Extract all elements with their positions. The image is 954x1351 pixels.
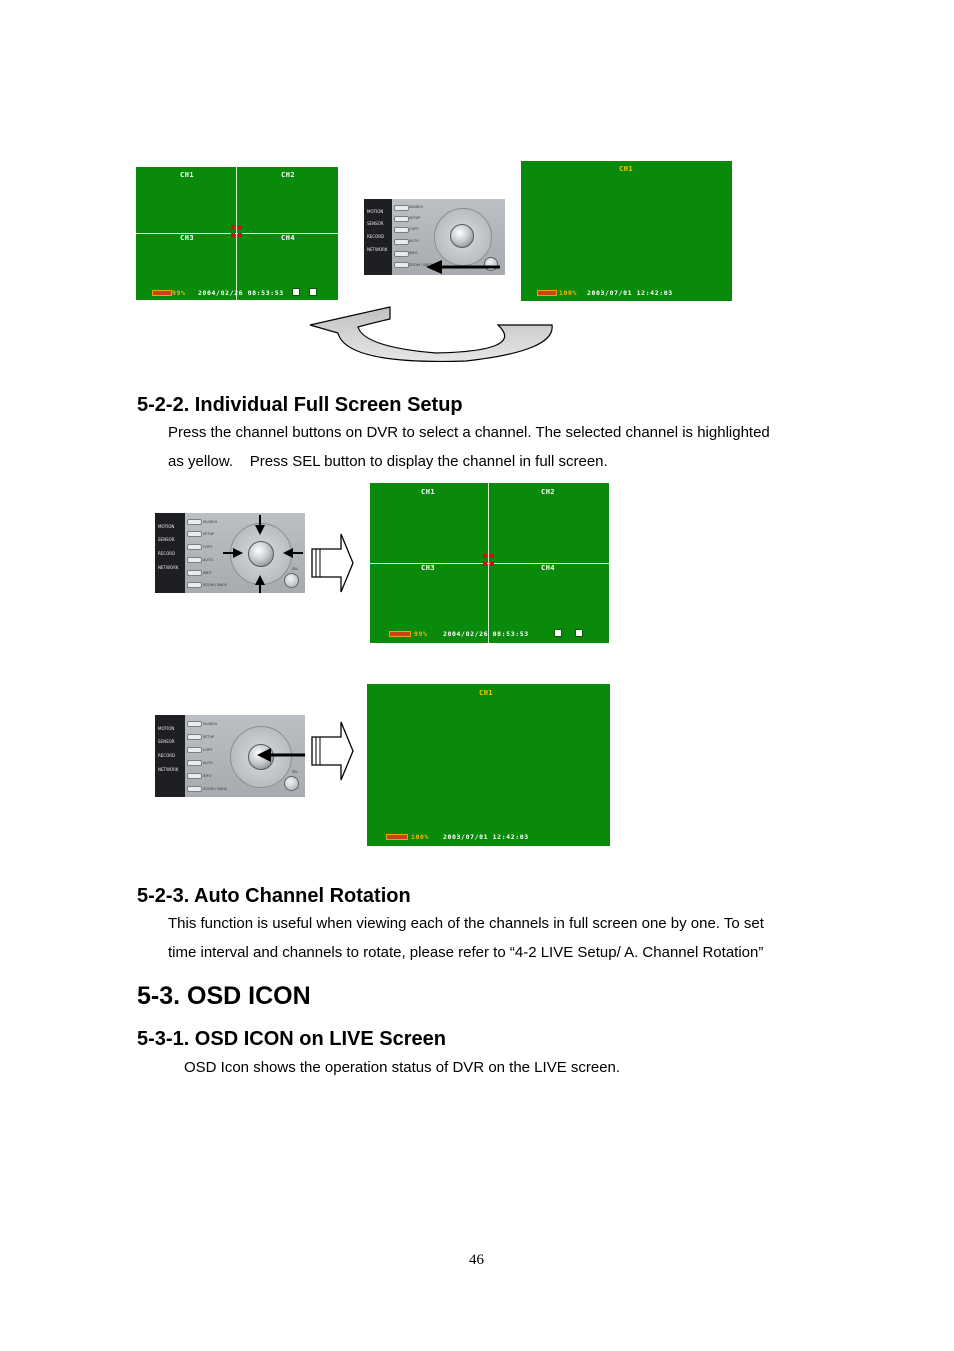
channel-label-ch3: CH3 bbox=[180, 234, 195, 242]
section-5-2-3-text-line2: time interval and channels to rotate, pl… bbox=[168, 944, 764, 961]
hdd-usage-bar bbox=[537, 290, 557, 296]
quad-view-screen-middle: CH1 CH2 CH3 CH4 99% 2004/02/26 08:53:53 bbox=[370, 483, 609, 643]
button-label: SEARCH bbox=[203, 722, 218, 726]
network-icon bbox=[575, 629, 583, 637]
section-5-3-1-text-line1: OSD Icon shows the operation status of D… bbox=[184, 1059, 621, 1076]
section-5-2-2-text-line1: Press the channel buttons on DVR to sele… bbox=[168, 424, 770, 441]
menu-label-network: NETWORK bbox=[367, 247, 388, 252]
channel-label-ch3: CH3 bbox=[421, 564, 436, 572]
button-label: SETUP bbox=[203, 735, 215, 739]
date-time: 2003/07/01 12:42:03 bbox=[587, 289, 673, 297]
hdd-percent: 100% bbox=[559, 289, 578, 297]
sel-label: SEL bbox=[292, 567, 299, 571]
channel-button-arrows-icon bbox=[223, 515, 303, 593]
button-label: INFO bbox=[409, 251, 418, 255]
sel-button-icon bbox=[284, 573, 299, 588]
button-label: AUTO bbox=[203, 761, 213, 765]
sel-button-icon bbox=[284, 776, 299, 791]
full-screen-view-top: CH1 100% 2003/07/01 12:42:03 bbox=[521, 161, 732, 301]
section-5-2-2-text-line2: as yellow. Press SEL button to display t… bbox=[168, 453, 608, 470]
button-label: SETUP bbox=[203, 532, 215, 536]
menu-label-sensor: SENSOR bbox=[158, 739, 175, 744]
button-label: ZOOM / BACK bbox=[203, 583, 227, 587]
record-indicator-icon bbox=[231, 225, 243, 239]
menu-label-network: NETWORK bbox=[158, 767, 179, 772]
disk-icon bbox=[292, 288, 300, 296]
menu-label-record: RECORD bbox=[158, 753, 176, 758]
hdd-percent: 100% bbox=[411, 833, 430, 841]
record-indicator-icon bbox=[483, 554, 495, 568]
hdd-percent: 99% bbox=[172, 289, 186, 297]
section-5-2-3-text-line1: This function is useful when viewing eac… bbox=[168, 915, 764, 932]
button-label: COPY bbox=[203, 545, 213, 549]
button-label: COPY bbox=[409, 227, 419, 231]
button-label: ZOOM / BACK bbox=[203, 787, 227, 791]
section-heading-5-3-1: 5-3-1. OSD ICON on LIVE Screen bbox=[137, 1028, 446, 1050]
section-heading-5-3: 5-3. OSD ICON bbox=[137, 982, 311, 1010]
outline-right-arrow-icon bbox=[311, 533, 354, 593]
jog-dial-icon bbox=[450, 224, 474, 248]
button-label: COPY bbox=[203, 748, 213, 752]
button-label: SEARCH bbox=[409, 205, 424, 209]
button-label: AUTO bbox=[409, 239, 419, 243]
channel-label-full: CH1 bbox=[479, 689, 494, 697]
menu-label-record: RECORD bbox=[367, 234, 385, 239]
dvr-front-panel-top: MOTION SENSOR RECORD NETWORK SEARCH SETU… bbox=[364, 199, 505, 275]
channel-label-ch4: CH4 bbox=[281, 234, 296, 242]
page-number: 46 bbox=[469, 1252, 484, 1268]
dvr-front-panel-channel-select: MOTION SENSOR RECORD NETWORK SEARCH SETU… bbox=[155, 513, 305, 593]
hdd-usage-bar bbox=[389, 631, 411, 637]
section-heading-5-2-2: 5-2-2. Individual Full Screen Setup bbox=[137, 394, 463, 416]
curved-return-arrow-icon bbox=[309, 306, 553, 363]
dvr-front-panel-sel: MOTION SENSOR RECORD NETWORK SEARCH SETU… bbox=[155, 715, 305, 797]
quad-view-screen-top: CH1 CH2 CH3 CH4 99% 2004/02/26 08:53:53 bbox=[136, 167, 338, 300]
hdd-usage-bar bbox=[386, 834, 408, 840]
pointer-arrow-icon bbox=[426, 260, 500, 274]
button-label: SETUP bbox=[409, 216, 421, 220]
button-label: INFO bbox=[203, 571, 212, 575]
channel-label-full: CH1 bbox=[619, 165, 634, 173]
channel-label-ch1: CH1 bbox=[180, 171, 195, 179]
date-time: 2004/02/26 08:53:53 bbox=[443, 630, 529, 638]
sel-label: SEL bbox=[292, 770, 299, 774]
menu-label-record: RECORD bbox=[158, 551, 176, 556]
channel-label-ch4: CH4 bbox=[541, 564, 556, 572]
full-screen-view-bottom: CH1 100% 2003/07/01 12:42:03 bbox=[367, 684, 610, 846]
menu-label-sensor: SENSOR bbox=[158, 537, 175, 542]
menu-label-motion: MOTION bbox=[158, 726, 175, 731]
hdd-usage-bar bbox=[152, 290, 172, 296]
menu-label-motion: MOTION bbox=[367, 209, 384, 214]
button-label: ZOOM / BACK bbox=[409, 263, 433, 267]
section-heading-5-2-3: 5-2-3. Auto Channel Rotation bbox=[137, 885, 411, 907]
button-label: INFO bbox=[203, 774, 212, 778]
disk-icon bbox=[554, 629, 562, 637]
menu-label-motion: MOTION bbox=[158, 524, 175, 529]
network-icon bbox=[309, 288, 317, 296]
button-label: SEARCH bbox=[203, 520, 218, 524]
date-time: 2003/07/01 12:42:03 bbox=[443, 833, 529, 841]
hdd-percent: 99% bbox=[414, 630, 428, 638]
date-time: 2004/02/26 08:53:53 bbox=[198, 289, 284, 297]
channel-label-ch1: CH1 bbox=[421, 488, 436, 496]
outline-right-arrow-icon bbox=[311, 721, 354, 781]
pointer-arrow-icon bbox=[257, 748, 305, 762]
channel-label-ch2: CH2 bbox=[541, 488, 556, 496]
jog-dial-icon bbox=[248, 541, 274, 567]
menu-label-sensor: SENSOR bbox=[367, 221, 384, 226]
menu-label-network: NETWORK bbox=[158, 565, 179, 570]
button-label: AUTO bbox=[203, 558, 213, 562]
channel-label-ch2: CH2 bbox=[281, 171, 296, 179]
